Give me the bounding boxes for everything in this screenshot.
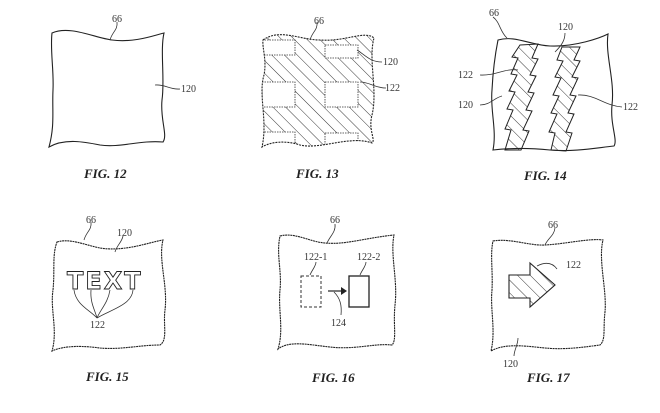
sheet-outline xyxy=(490,239,606,353)
figure-caption: FIG. 17 xyxy=(526,370,570,385)
ref-label-120: 120 xyxy=(558,22,573,33)
leader-line xyxy=(479,69,519,76)
sheet-outline xyxy=(48,29,166,149)
figure-12: 66 120 FIG. 12 xyxy=(48,14,196,181)
figure-13: 66 120 122 FIG. 13 xyxy=(261,16,400,181)
ref-label-66: 66 xyxy=(548,220,558,231)
leader-line xyxy=(326,223,336,244)
ref-label-122: 122 xyxy=(90,320,105,331)
figure-14: 66 120 122 120 122 FIG. 14 xyxy=(458,8,638,183)
ref-label-66: 66 xyxy=(86,215,96,226)
leader-line xyxy=(96,289,111,319)
figure-15: TEXT 122 66 120 FIG. 15 xyxy=(51,215,167,384)
ref-label-66: 66 xyxy=(314,16,324,27)
leader-line xyxy=(309,21,318,41)
pattern-final-position xyxy=(348,275,370,308)
window-cutout xyxy=(324,81,359,108)
leader-line xyxy=(333,291,342,316)
leader-line xyxy=(154,84,181,90)
ref-label-120: 120 xyxy=(458,100,473,111)
leader-line xyxy=(359,261,367,276)
window-cutout xyxy=(262,81,296,108)
arrowhead-icon xyxy=(341,287,347,295)
leader-line xyxy=(109,21,118,41)
figure-caption: FIG. 13 xyxy=(295,166,339,181)
ref-label-66: 66 xyxy=(330,215,340,226)
ref-label-120: 120 xyxy=(181,84,196,95)
ref-label-120: 120 xyxy=(503,359,518,370)
figure-16: 124 122-1 122-2 66 FIG. 16 xyxy=(276,215,397,385)
leader-line xyxy=(83,221,92,241)
window-cutout xyxy=(262,39,296,56)
ref-label-120: 120 xyxy=(117,228,132,239)
zigzag-stripe-right xyxy=(548,46,581,152)
leader-line xyxy=(356,49,383,63)
embossed-text: TEXT xyxy=(67,267,143,295)
ref-label-124: 124 xyxy=(331,318,346,329)
figure-caption: FIG. 12 xyxy=(83,166,127,181)
ref-label-66: 66 xyxy=(112,14,122,25)
sheet-outline xyxy=(261,34,375,149)
window-cutout xyxy=(324,44,359,59)
leader-line xyxy=(536,262,558,270)
figure-caption: FIG. 16 xyxy=(311,370,355,385)
leader-line xyxy=(479,95,503,106)
sheet-outline xyxy=(276,234,397,351)
leader-line xyxy=(90,289,98,319)
ref-label-120: 120 xyxy=(383,57,398,68)
pattern-initial-position xyxy=(300,275,322,308)
leader-line xyxy=(513,337,519,357)
leader-line xyxy=(492,16,508,39)
leader-line xyxy=(544,227,556,246)
leader-line xyxy=(309,261,317,276)
leader-line xyxy=(577,94,623,108)
ref-label-122-1: 122-1 xyxy=(304,252,327,263)
leader-line xyxy=(114,235,124,253)
figure-caption: FIG. 15 xyxy=(85,369,129,384)
ref-label-122: 122 xyxy=(458,70,473,81)
ref-label-66: 66 xyxy=(489,8,499,19)
figure-caption: FIG. 14 xyxy=(523,168,567,183)
ref-label-122: 122 xyxy=(385,83,400,94)
leader-line xyxy=(96,289,134,319)
arrow-shaped-pattern xyxy=(508,261,556,309)
leader-line xyxy=(554,32,566,53)
figure-17: 122 66 120 FIG. 17 xyxy=(490,220,606,385)
ref-label-122-2: 122-2 xyxy=(357,252,380,263)
leader-line xyxy=(73,289,98,319)
ref-label-122: 122 xyxy=(566,260,581,271)
leader-line xyxy=(359,81,387,89)
sheet-outline xyxy=(51,239,167,353)
zigzag-stripe-left xyxy=(504,43,539,151)
sheet-outline xyxy=(491,33,616,152)
window-cutout xyxy=(262,131,296,147)
ref-label-122: 122 xyxy=(623,102,638,113)
